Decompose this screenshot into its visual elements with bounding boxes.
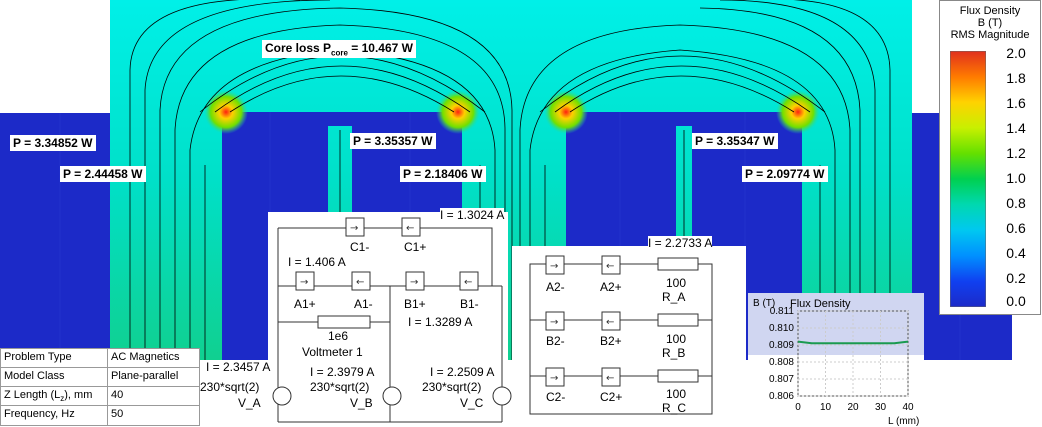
coil-loss-label: P = 2.44458 W <box>60 166 146 182</box>
svg-text:←: ← <box>356 277 364 288</box>
svg-text:←: ← <box>606 261 614 272</box>
svg-text:→: → <box>550 261 558 272</box>
legend-tick: 0.0 <box>1006 293 1026 309</box>
property-label: Model Class <box>0 367 108 387</box>
current-label: I = 1.3289 A <box>408 315 473 329</box>
source-vb-label[interactable]: V_B <box>350 396 373 410</box>
svg-text:→: → <box>410 277 418 288</box>
resistor-name[interactable]: R_C <box>662 401 687 415</box>
svg-text:→: → <box>300 277 308 288</box>
svg-text:→: → <box>550 317 558 328</box>
inset-ytick: 0.809 <box>769 340 794 351</box>
inset-ytick: 0.810 <box>769 323 794 334</box>
notch-right <box>676 112 692 126</box>
current-label: I = 2.2733 A <box>648 236 713 250</box>
inset-xtick: 30 <box>875 402 887 413</box>
legend-tick: 0.6 <box>1006 220 1026 236</box>
coil-loss-label: P = 3.34852 W <box>10 135 96 151</box>
inset-xlabel: L (mm) <box>888 416 920 427</box>
legend-tick: 0.2 <box>1006 270 1026 286</box>
coil-b2-minus[interactable]: B2- <box>546 334 565 348</box>
resistor-value: 100 <box>666 276 687 290</box>
resistor-value: 100 <box>666 332 687 346</box>
color-legend: Flux Density B (T) RMS Magnitude 2.0 1.8… <box>939 0 1041 315</box>
coil-a2-minus[interactable]: A2- <box>546 280 565 294</box>
legend-tick: 1.4 <box>1006 120 1026 136</box>
property-value: Plane-parallel <box>107 367 200 387</box>
inset-ytick: 0.807 <box>769 374 794 385</box>
legend-unit: B (T) <box>977 17 1003 29</box>
legend-tick: 1.8 <box>1006 70 1026 86</box>
inset-xtick: 10 <box>820 402 832 413</box>
inset-ytick: 0.808 <box>769 357 794 368</box>
inset-title: Flux Density <box>790 298 851 310</box>
legend-title: Flux Density <box>959 5 1021 17</box>
legend-tick: 1.0 <box>1006 170 1026 186</box>
property-label: Z Length (Lz), mm <box>0 386 108 406</box>
inset-xtick: 20 <box>847 402 859 413</box>
svg-text:→: → <box>550 373 558 384</box>
property-value: AC Magnetics <box>107 348 200 368</box>
coil-loss-label: P = 3.35347 W <box>692 133 778 149</box>
svg-text:←: ← <box>464 277 472 288</box>
coil-loss-label: P = 3.35357 W <box>350 133 436 149</box>
current-label: I = 2.3457 A <box>206 360 271 374</box>
legend-tick: 0.8 <box>1006 195 1026 211</box>
resistor-value: 100 <box>666 387 687 401</box>
source-expression: 230*sqrt(2) <box>422 380 482 394</box>
property-label: Problem Type <box>0 348 108 368</box>
source-vc-label[interactable]: V_C <box>460 396 484 410</box>
coil-c1-plus[interactable]: C1+ <box>404 240 427 254</box>
svg-text:←: ← <box>606 317 614 328</box>
source-expression: 230*sqrt(2) <box>200 380 260 394</box>
legend-tick: 1.2 <box>1006 145 1026 161</box>
inset-xtick: 40 <box>902 402 914 413</box>
resistor-name[interactable]: R_B <box>662 346 686 360</box>
coil-b1-minus[interactable]: B1- <box>460 297 479 311</box>
svg-text:→: → <box>350 223 358 234</box>
coil-b2-plus[interactable]: B2+ <box>600 334 622 348</box>
current-label: I = 1.406 A <box>288 255 346 269</box>
legend-tick: 0.4 <box>1006 245 1026 261</box>
inset-xtick: 0 <box>795 402 801 413</box>
coil-c1-minus[interactable]: C1- <box>350 240 370 254</box>
inset-ytick: 0.806 <box>769 391 794 402</box>
left-outer-core <box>0 113 110 360</box>
coil-c2-plus[interactable]: C2+ <box>600 390 623 404</box>
property-value: 50 <box>107 405 200 426</box>
source-va-label[interactable]: V_A <box>238 396 261 410</box>
legend-subtitle: RMS Magnitude <box>950 29 1030 41</box>
notch-left <box>328 112 352 126</box>
legend-colorbar <box>950 51 986 307</box>
circuit-right-schematic: → ← → ← → ← <box>529 255 713 415</box>
current-label: I = 2.2509 A <box>430 365 495 379</box>
voltmeter-label[interactable]: Voltmeter 1 <box>302 345 363 359</box>
core-loss-label: Core loss Pcore = 10.467 W <box>262 40 416 59</box>
inset-ylabel: B (T) <box>753 298 776 309</box>
coil-a1-minus[interactable]: A1- <box>354 297 373 311</box>
coil-a1-plus[interactable]: A1+ <box>294 297 316 311</box>
property-label: Frequency, Hz <box>0 405 108 426</box>
coil-loss-label: P = 2.09774 W <box>742 166 828 182</box>
resistor-name[interactable]: R_A <box>662 290 686 304</box>
coil-loss-label: P = 2.18406 W <box>400 166 486 182</box>
coil-c2-minus[interactable]: C2- <box>546 390 566 404</box>
circuit-left-schematic: → ← → ← → ← <box>272 217 512 423</box>
legend-tick: 1.6 <box>1006 95 1026 111</box>
svg-text:←: ← <box>406 223 414 234</box>
current-label: I = 2.3979 A <box>310 365 375 379</box>
legend-tick: 2.0 <box>1006 45 1026 61</box>
inset-series-line <box>797 340 909 345</box>
inset-ytick: 0.811 <box>770 306 795 317</box>
current-label: I = 1.3024 A <box>440 208 505 222</box>
source-expression: 230*sqrt(2) <box>310 380 370 394</box>
svg-text:←: ← <box>606 373 614 384</box>
coil-a2-plus[interactable]: A2+ <box>600 280 622 294</box>
resistor-value: 1e6 <box>328 329 349 343</box>
circuit-right-panel <box>512 246 746 424</box>
property-value: 40 <box>107 386 200 406</box>
coil-b1-plus[interactable]: B1+ <box>404 297 426 311</box>
